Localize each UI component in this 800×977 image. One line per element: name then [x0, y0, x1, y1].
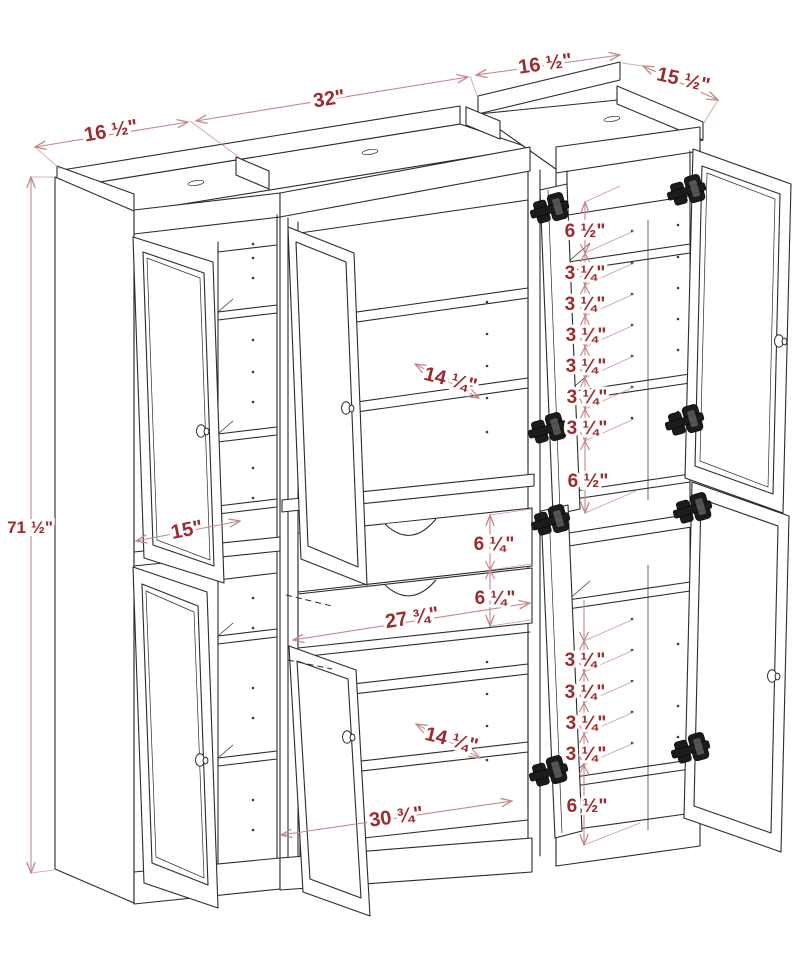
dim-label-lower-gap-bottom: 6 ½" — [567, 796, 608, 817]
dim-label-top-left-depth: 16 ½" — [82, 116, 139, 147]
top-gallery — [56, 61, 704, 213]
dim-label-upper-gap-top: 6 ½" — [565, 221, 606, 242]
dimension-line — [643, 66, 718, 100]
dimension-line — [136, 521, 240, 541]
left-side-panel — [54, 176, 135, 904]
dim-label-upper-sp2: 3 ¼" — [565, 294, 606, 315]
dimension-line — [35, 122, 188, 147]
dim-label-center-width: 32" — [312, 86, 347, 113]
dim-label-lower-opening-width: 30 ¾" — [368, 802, 425, 831]
left-lower-panel-door — [132, 566, 219, 909]
center-left-upper-glass-door — [287, 226, 368, 586]
dimension-line — [416, 724, 480, 758]
cabinet-line-art — [54, 61, 792, 917]
dim-label-right-depth: 15 ½" — [655, 63, 713, 97]
dim-label-upper-sp5: 3 ¼" — [567, 387, 608, 408]
dimension-line — [281, 801, 512, 835]
drawer-pull-notch — [384, 579, 437, 597]
dim-label-upper-sp4: 3 ¼" — [566, 356, 607, 377]
shelf-pin-holes — [251, 242, 255, 832]
center-right-lower-door-edge — [540, 504, 583, 839]
dim-label-upper-sp6: 3 ¼" — [567, 418, 608, 439]
dim-label-drawer1-height: 6 ¼" — [474, 534, 515, 555]
deck-slot — [603, 115, 621, 123]
dim-label-overall-height: 71 ½" — [7, 518, 53, 537]
dim-label-lower-sp3: 3 ¼" — [566, 713, 607, 734]
shelf-pin-holes — [630, 223, 680, 745]
dim-label-upper-gap-bottom: 6 ½" — [568, 471, 609, 492]
right-upper-glass-door — [684, 148, 792, 514]
right-lower-glass-door — [683, 481, 790, 853]
extension-lines — [30, 62, 719, 874]
dimension-line — [415, 364, 479, 398]
deck-slot — [361, 148, 379, 156]
dim-label-upper-sp3: 3 ¼" — [566, 325, 607, 346]
left-upper-glass-door — [132, 236, 225, 584]
dim-label-top-right-width: 16 ½" — [517, 49, 574, 78]
dimension-line — [196, 77, 468, 121]
dimension-line — [293, 603, 530, 640]
dim-label-lower-sp1: 3 ¼" — [565, 650, 606, 671]
dim-label-lower-sp2: 3 ¼" — [565, 682, 606, 703]
deck-slot — [187, 179, 205, 187]
dim-label-upper-sp1: 3 ¼" — [565, 263, 606, 284]
drawer-pull-notch — [384, 518, 437, 536]
dimension-line — [476, 55, 620, 75]
dim-label-lower-sp4: 3 ¼" — [566, 744, 607, 765]
dim-label-drawer2-height: 6 ¼" — [475, 588, 516, 609]
center-left-lower-glass-door — [288, 645, 371, 917]
hidden-edge — [287, 659, 333, 670]
